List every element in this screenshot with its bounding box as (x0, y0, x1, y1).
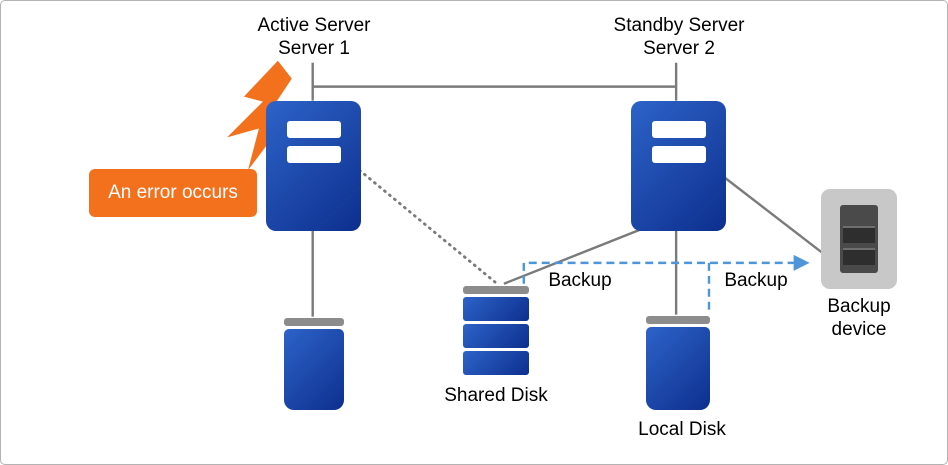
disk-body (284, 329, 344, 410)
standby-server-title: Standby Server Server 2 (579, 14, 779, 60)
backup-label-right: Backup (724, 270, 788, 291)
lightning-burst-icon (227, 60, 292, 171)
shared-disk-icon (463, 286, 529, 376)
server2-icon (631, 101, 726, 231)
tape-slot-icon (843, 248, 875, 265)
server-slot-icon (652, 121, 706, 138)
active-server-title: Active Server Server 1 (214, 14, 414, 60)
backup-arrow-icon (793, 254, 810, 271)
disk-segment (463, 297, 529, 321)
server1-disk-icon (284, 318, 344, 410)
active-server-title-line2: Server 1 (278, 38, 350, 59)
backup-device-label: Backup device (827, 296, 891, 340)
active-server-title-line1: Active Server (257, 15, 371, 36)
tape-slot-icon (843, 226, 875, 243)
server2-backupdevice-line (722, 175, 824, 254)
server-slot-icon (287, 121, 341, 138)
standby-server-title-line1: Standby Server (613, 15, 745, 36)
server1-icon (266, 101, 361, 231)
error-callout: An error occurs (89, 169, 257, 217)
standby-server-title-line2: Server 2 (643, 38, 715, 59)
server1-shareddisk-dotted-line (358, 168, 498, 285)
error-callout-label: An error occurs (108, 182, 238, 203)
local-disk-icon (646, 316, 710, 410)
disk-segment (463, 324, 529, 348)
local-disk-label: Local Disk (638, 419, 726, 440)
server-slot-icon (652, 146, 706, 163)
shared-disk-label: Shared Disk (444, 385, 548, 406)
server2-shareddisk-line (503, 228, 640, 285)
disk-segment (463, 351, 529, 375)
tape-drive-unit-icon (840, 205, 878, 273)
disk-cap (463, 286, 529, 294)
server-slot-icon (287, 146, 341, 163)
backup-label-left: Backup (548, 270, 612, 291)
disk-cap (646, 316, 710, 324)
backup-path-line (522, 261, 796, 284)
disk-body (646, 327, 710, 410)
backup-device-icon (821, 189, 897, 289)
disk-cap (284, 318, 344, 326)
